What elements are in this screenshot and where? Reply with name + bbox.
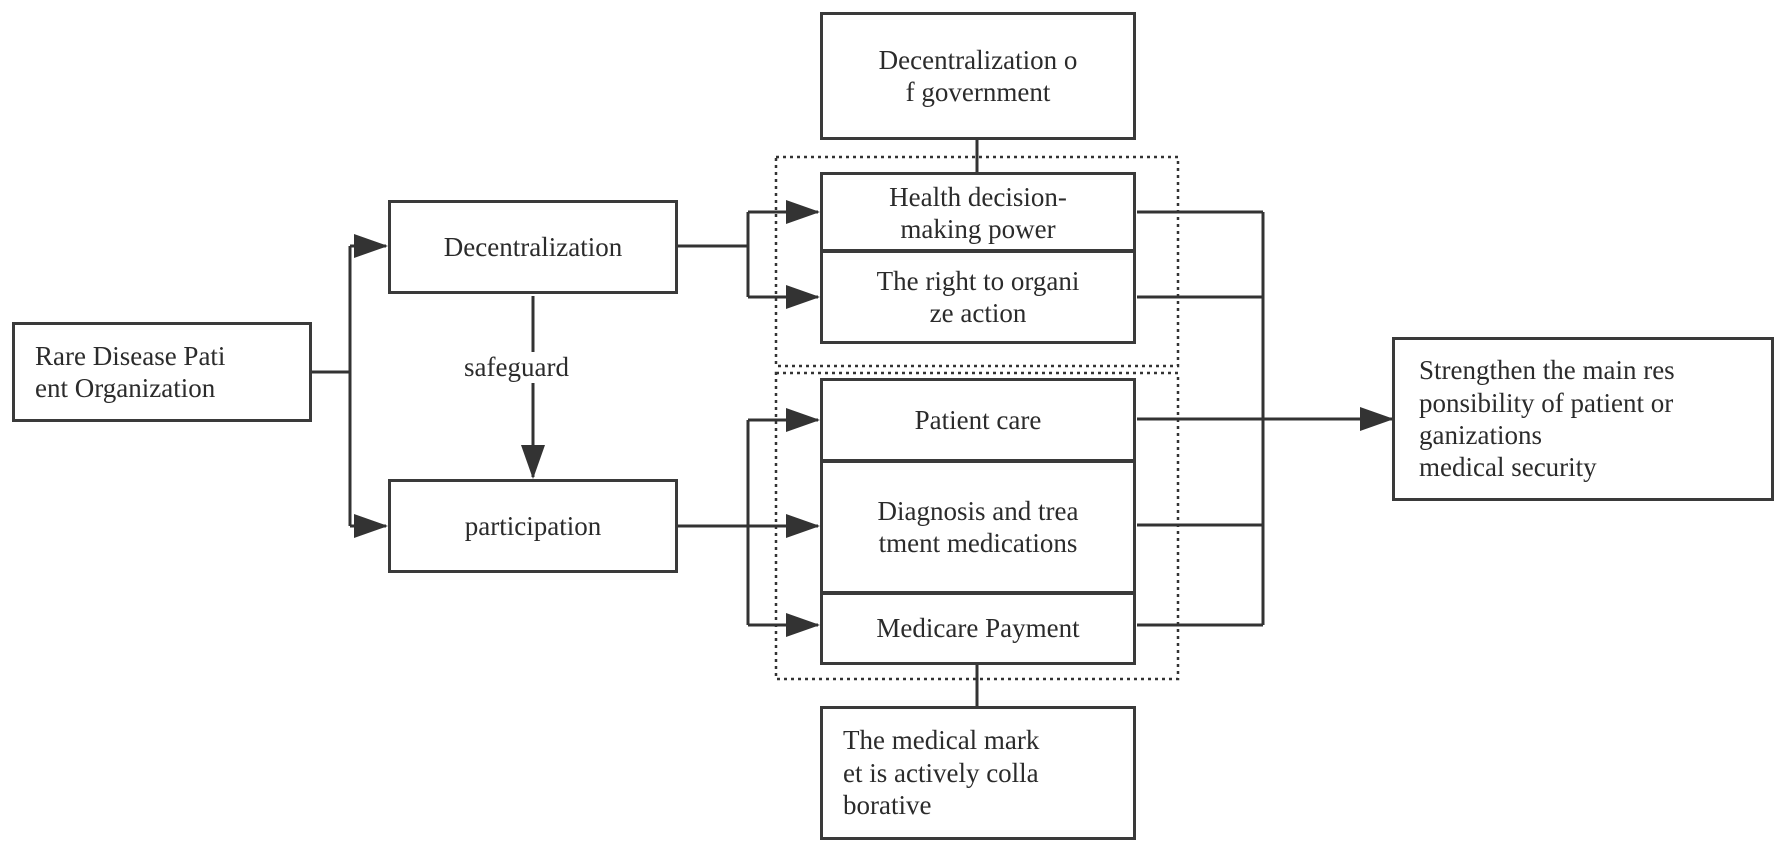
safeguard-label: safeguard (460, 352, 573, 383)
medicare-payment-node: Medicare Payment (820, 592, 1136, 665)
patient-care-node: Patient care (820, 378, 1136, 462)
diagnosis-treatment-node: Diagnosis and trea tment medications (820, 460, 1136, 594)
medical-market-node: The medical mark et is actively colla bo… (820, 706, 1136, 840)
rare-disease-org-node: Rare Disease Pati ent Organization (12, 322, 312, 422)
decentralization-group-outline (774, 155, 1180, 368)
right-to-organize-node: The right to organi ze action (820, 250, 1136, 344)
decentralization-of-government-node: Decentralization o f government (820, 12, 1136, 140)
decentralization-node: Decentralization (388, 200, 678, 294)
health-decision-power-node: Health decision- making power (820, 172, 1136, 252)
strengthen-responsibility-node: Strengthen the main res ponsibility of p… (1392, 337, 1774, 501)
participation-node: participation (388, 479, 678, 573)
